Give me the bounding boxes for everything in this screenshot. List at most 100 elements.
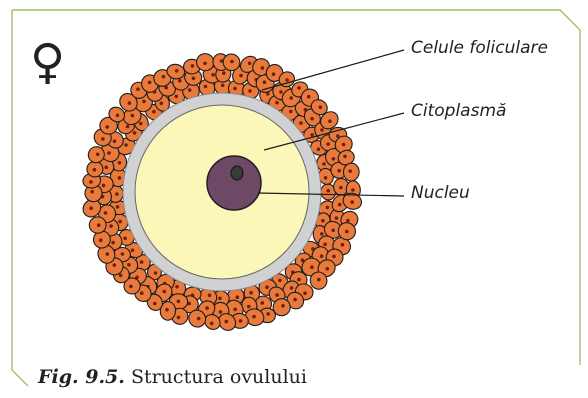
follicular-cell-nucleus — [111, 241, 115, 245]
follicular-cell-nucleus — [163, 290, 167, 294]
follicular-cell-nucleus — [332, 157, 336, 161]
follicular-cell-nucleus — [335, 216, 339, 220]
follicular-cell-nucleus — [261, 301, 265, 305]
follicular-cell-nucleus — [192, 77, 196, 81]
follicular-cell-nucleus — [211, 73, 215, 77]
follicular-cell-nucleus — [116, 114, 120, 118]
follicular-cell-nucleus — [317, 147, 321, 151]
nucleolus — [231, 166, 243, 180]
follicular-cell-nucleus — [218, 297, 222, 301]
follicular-cell-nucleus — [124, 143, 128, 147]
follicular-cell-nucleus — [328, 119, 332, 123]
follicular-cell-nucleus — [252, 315, 256, 319]
follicular-cell-nucleus — [104, 166, 108, 170]
follicular-cell-nucleus — [140, 291, 144, 295]
follicular-cell-nucleus — [205, 306, 209, 310]
follicular-cell-nucleus — [247, 305, 251, 309]
follicular-cell-nucleus — [221, 84, 225, 88]
follicular-cell-nucleus — [102, 184, 106, 188]
follicular-cell-nucleus — [285, 78, 289, 82]
follicular-cell-nucleus — [118, 161, 122, 165]
follicular-cell-nucleus — [118, 220, 122, 224]
follicular-cell-nucleus — [154, 271, 158, 275]
follicular-cell-nucleus — [289, 110, 293, 114]
follicular-cell-nucleus — [321, 219, 325, 223]
follicular-cell-nucleus — [278, 279, 282, 283]
follicular-cell-nucleus — [97, 223, 101, 227]
follicular-cell-nucleus — [303, 291, 307, 295]
follicular-cell-nucleus — [197, 317, 201, 321]
follicular-cell-nucleus — [89, 180, 93, 184]
follicular-cell-nucleus — [188, 88, 192, 92]
follicular-cell-nucleus — [310, 265, 314, 269]
follicular-cell-nucleus — [203, 62, 207, 66]
follicular-cell-nucleus — [320, 254, 324, 258]
follicular-cell-nucleus — [310, 117, 314, 121]
follicular-cell-nucleus — [265, 285, 269, 289]
follicular-cell-nucleus — [248, 61, 252, 65]
follicular-cell-nucleus — [123, 237, 127, 241]
follicular-cell-nucleus — [210, 322, 214, 326]
follicular-cell-nucleus — [331, 229, 335, 233]
follicular-cell-nucleus — [107, 151, 111, 155]
caption-text: Structura ovulului — [131, 366, 307, 388]
follicular-cell-nucleus — [326, 267, 330, 271]
follicular-cell-nucleus — [322, 162, 326, 166]
follicular-cell-nucleus — [337, 169, 341, 173]
follicular-cell-nucleus — [343, 155, 347, 159]
follicular-cell-nucleus — [106, 252, 110, 256]
follicular-cell-nucleus — [96, 153, 100, 157]
follicular-cell-nucleus — [118, 176, 122, 180]
follicular-cell-nucleus — [289, 96, 293, 100]
follicular-cell-nucleus — [105, 125, 109, 129]
follicular-cell-nucleus — [275, 101, 279, 105]
follicular-cell-nucleus — [323, 243, 327, 247]
follicular-cell-nucleus — [175, 69, 179, 73]
follicular-cell-nucleus — [153, 302, 157, 306]
figure-caption: Fig. 9.5. Structura ovulului — [38, 366, 307, 388]
follicular-cell-nucleus — [297, 86, 301, 90]
follicular-cell-nucleus — [299, 121, 303, 125]
follicular-cell-nucleus — [348, 169, 352, 173]
follicular-cell-nucleus — [310, 133, 314, 137]
caption-number: Fig. 9.5. — [38, 366, 125, 388]
follicular-cell-nucleus — [90, 190, 94, 194]
follicular-cell-nucleus — [127, 263, 131, 267]
follicular-cell-nucleus — [152, 110, 156, 114]
follicular-cell-nucleus — [113, 263, 117, 267]
follicular-cell-nucleus — [279, 90, 283, 94]
follicular-cell-nucleus — [177, 300, 181, 304]
follicular-cell-nucleus — [293, 298, 297, 302]
follicular-cell-nucleus — [175, 285, 179, 289]
follicular-cell-nucleus — [342, 143, 346, 147]
follicular-cell-nucleus — [317, 278, 321, 282]
follicular-cell-nucleus — [140, 260, 144, 264]
leader-line-follicular-cells — [262, 50, 404, 90]
follicular-cell-nucleus — [165, 308, 169, 312]
follicular-cell-nucleus — [248, 89, 252, 93]
female-symbol-icon: ♀ — [30, 38, 65, 86]
follicular-cell-nucleus — [320, 128, 324, 132]
follicular-cell-nucleus — [266, 312, 270, 316]
follicular-cell-nucleus — [204, 85, 208, 89]
follicular-cell-nucleus — [142, 100, 146, 104]
follicular-cell-nucleus — [275, 293, 279, 297]
follicular-cell-nucleus — [116, 205, 120, 209]
nucleus — [207, 156, 261, 210]
follicular-cell-nucleus — [307, 95, 311, 99]
label-cytoplasm: Citoplasmă — [411, 101, 506, 121]
follicular-cell-nucleus — [249, 291, 253, 295]
follicular-cell-nucleus — [326, 189, 330, 193]
follicular-cell-nucleus — [89, 206, 93, 210]
follicular-cell-nucleus — [351, 188, 355, 192]
follicular-cell-nucleus — [219, 310, 223, 314]
follicular-cell-nucleus — [324, 176, 328, 180]
follicular-cell-nucleus — [93, 168, 97, 172]
follicular-cell-nucleus — [121, 252, 125, 256]
label-follicular-cells: Celule foliculare — [411, 38, 548, 58]
follicular-cell-nucleus — [99, 238, 103, 242]
follicular-cell-nucleus — [225, 320, 229, 324]
follicular-cell-nucleus — [346, 219, 350, 223]
